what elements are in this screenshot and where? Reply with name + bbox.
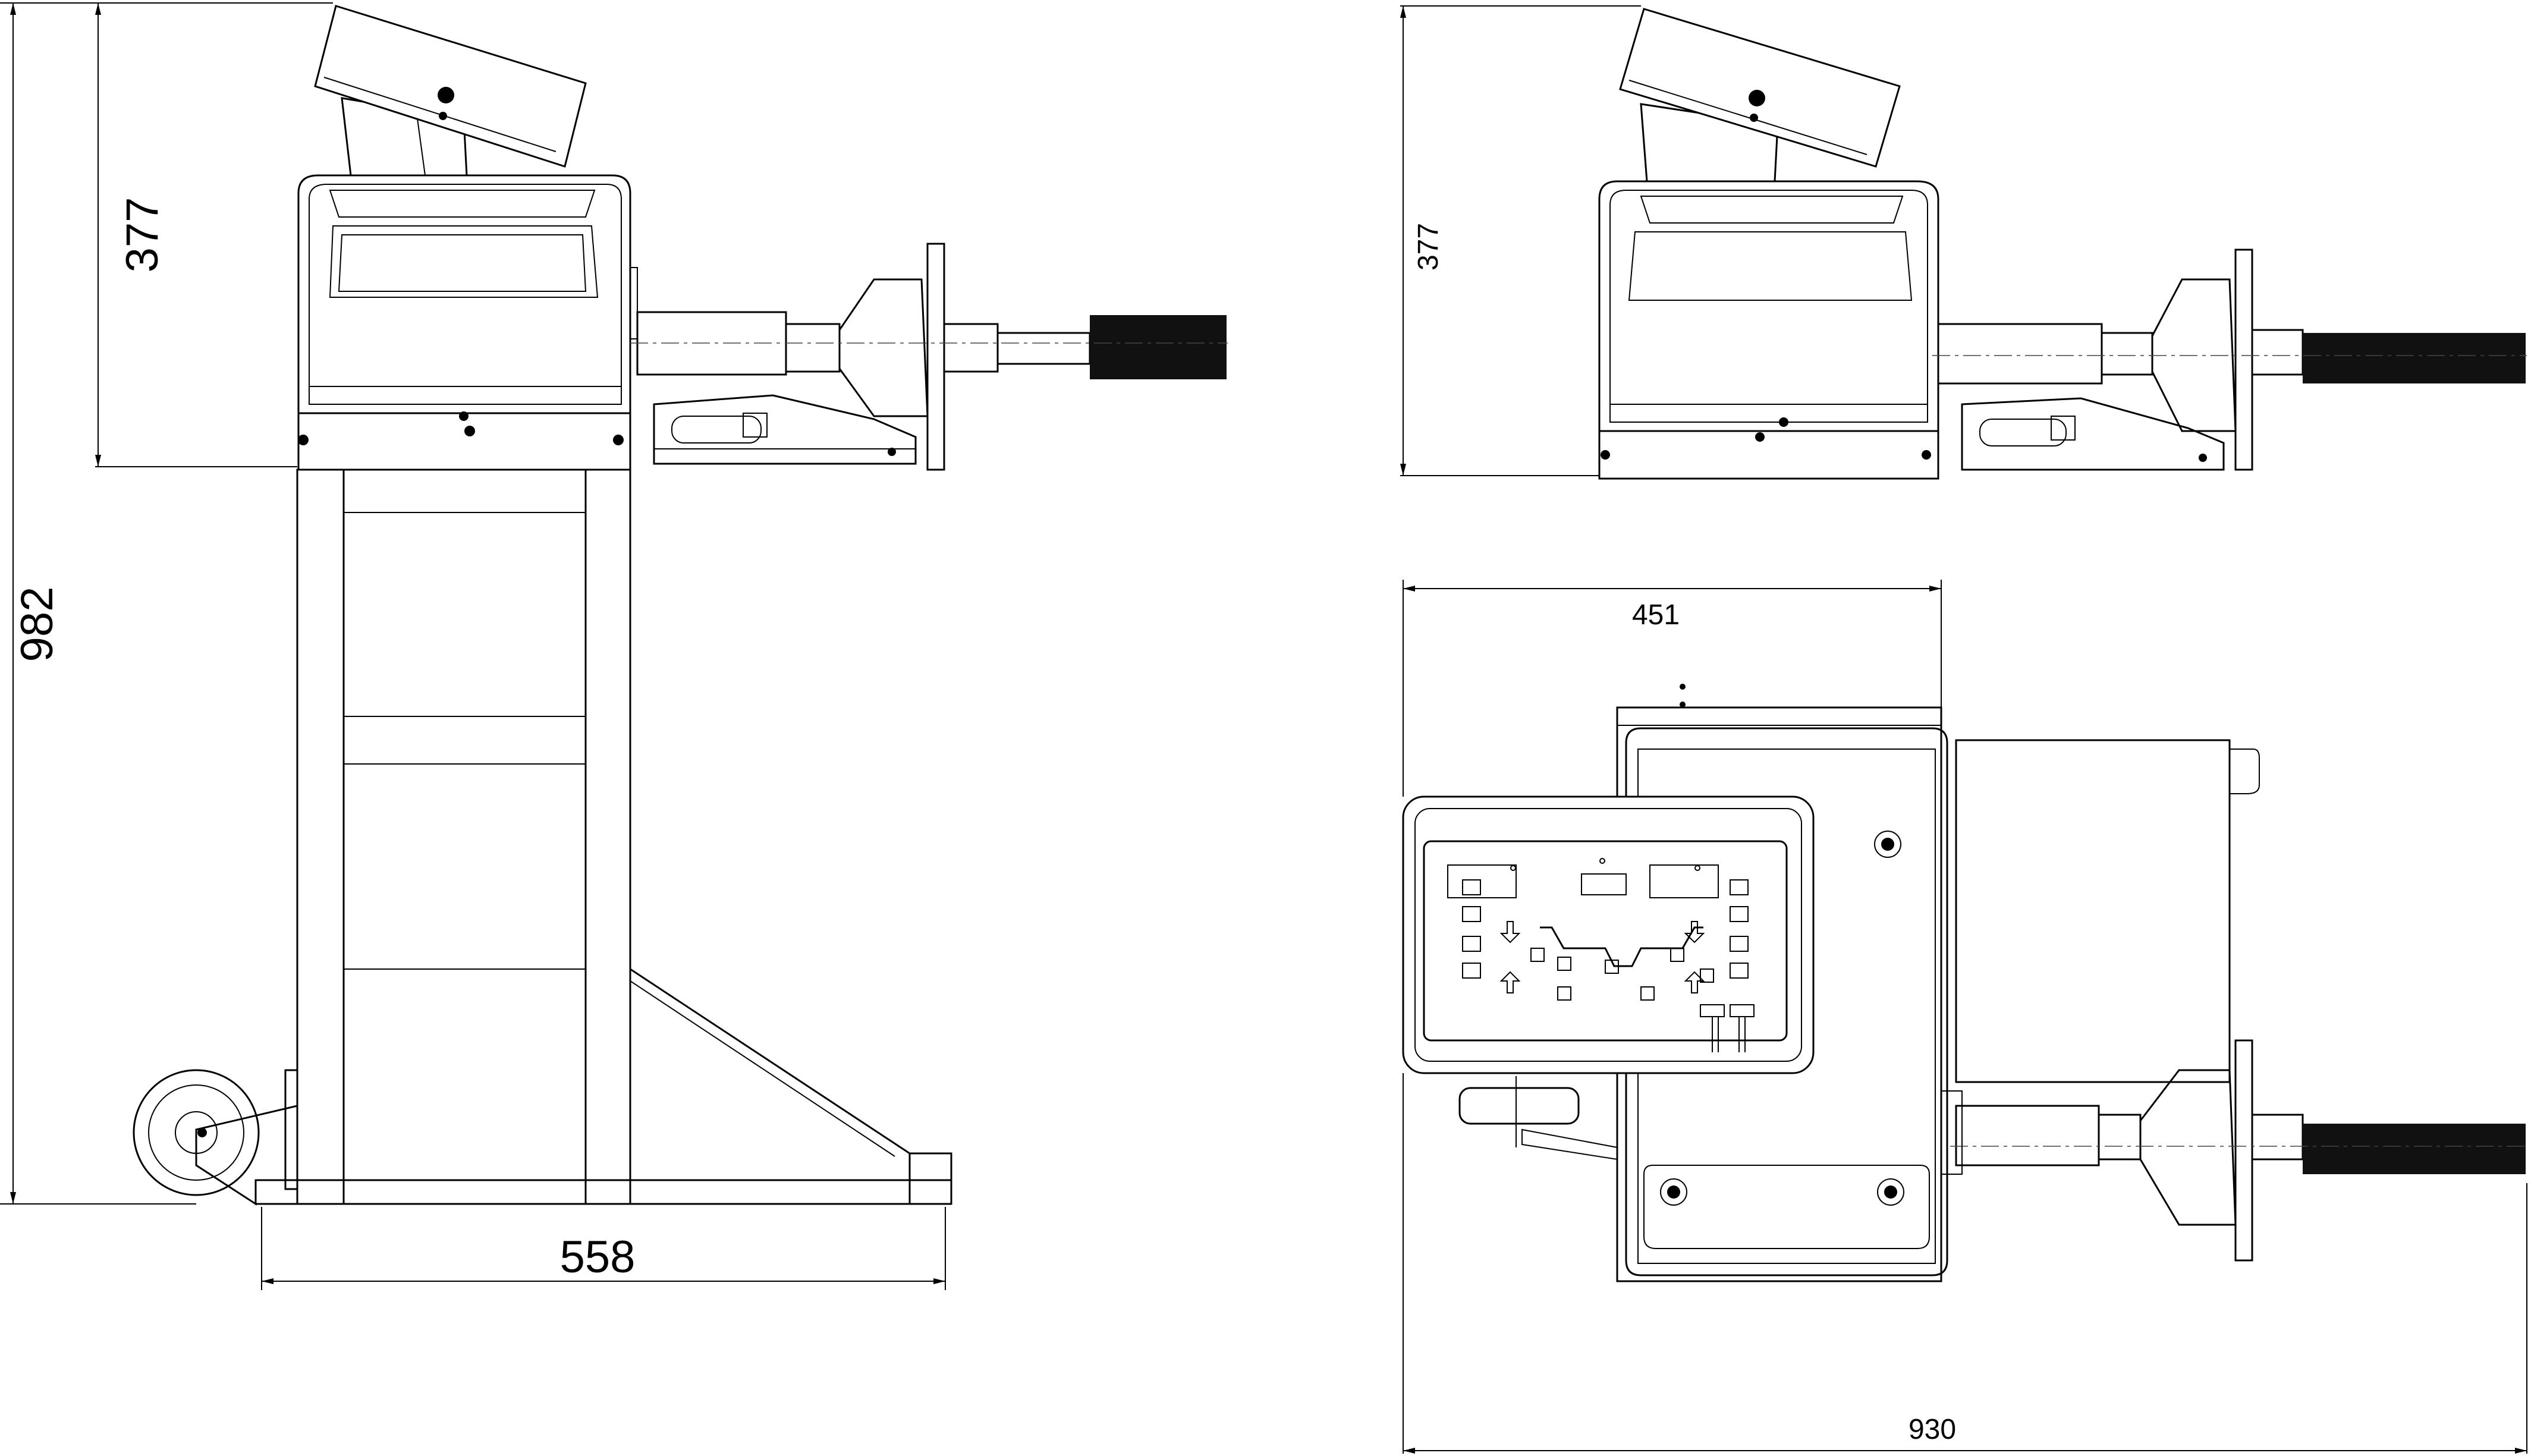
monitor-housing (314, 5, 587, 168)
top-handle (1458, 1087, 1580, 1125)
dim-377-side: 377 (117, 197, 168, 273)
dim-930: 930 (1909, 1414, 1956, 1445)
front-housing-base (1598, 430, 1939, 480)
display-left (1447, 864, 1517, 898)
top-tray-recess (1643, 1165, 1930, 1249)
dim-377-front: 377 (1413, 223, 1444, 271)
front-dimensions: 377 (1400, 5, 1641, 476)
display-center (1581, 873, 1627, 895)
pedestal-frame (296, 468, 631, 1205)
housing-base (297, 412, 631, 471)
guard-bracket (653, 394, 917, 465)
top-side-box (1955, 739, 2231, 1083)
wheel-bracket (195, 1105, 298, 1206)
front-monitor (1619, 8, 1901, 168)
dim-558: 558 (560, 1232, 636, 1282)
control-panel-face (1423, 840, 1788, 1042)
top-threaded-shaft (2303, 1124, 2526, 1174)
flange-cone (838, 278, 929, 417)
top-housing-body (1625, 727, 1948, 1276)
front-housing-body (1598, 180, 1939, 431)
side-recess (329, 225, 599, 298)
dim-451: 451 (1632, 599, 1680, 631)
front-view (1598, 8, 2527, 480)
base-plate (254, 1179, 952, 1205)
housing-body (297, 174, 631, 413)
sloped-support (630, 968, 911, 1205)
top-tray (329, 190, 596, 218)
caster-wheel (133, 1069, 260, 1196)
rim-profile-graphic (1540, 926, 1703, 967)
flange-plate (926, 243, 945, 471)
threaded-shaft (1090, 315, 1227, 379)
display-right (1649, 864, 1719, 898)
control-panel-housing (1402, 795, 1815, 1074)
side-view (133, 5, 1228, 1206)
side-dimensions: 982 377 558 (0, 2, 946, 1290)
dim-982: 982 (12, 587, 62, 662)
top-dimensions: 451 930 (1403, 580, 2527, 1454)
front-threaded-shaft (2303, 333, 2526, 383)
top-view (1402, 684, 2527, 1282)
